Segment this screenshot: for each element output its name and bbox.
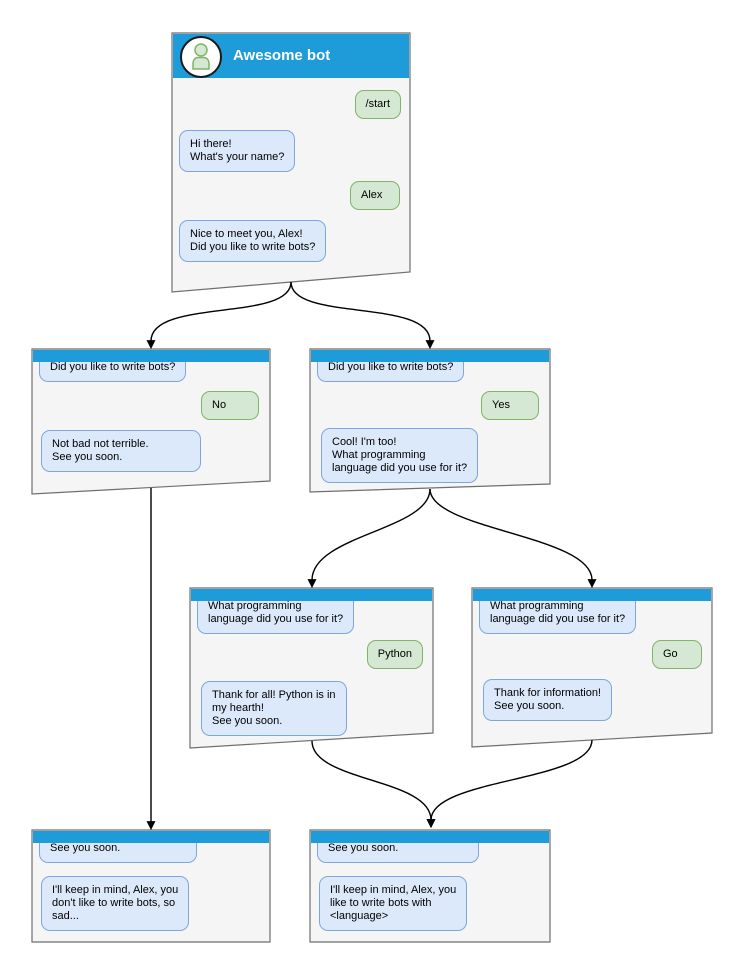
person-icon — [192, 43, 210, 70]
message-bubble-bot: Cool! I'm too! What programming language… — [321, 428, 479, 483]
chat-messages: /start Hi there! What's your name? Alex … — [173, 78, 409, 264]
message-bubble-bot: Did you like to write bots? — [317, 362, 465, 382]
message-bubble-bot: Thank for information! See you soon. — [483, 679, 612, 721]
message-bubble-bot: See you soon. — [39, 843, 197, 863]
window-header — [473, 589, 711, 601]
chat-window-branch-python: What programming language did you use fo… — [190, 588, 433, 749]
message-bubble-user: Go — [652, 640, 702, 669]
window-header — [311, 831, 549, 843]
chat-messages: Did you like to write bots? No Not bad n… — [33, 362, 269, 478]
message-bubble-bot: Did you like to write bots? — [39, 362, 187, 382]
chat-window-main: Awesome bot /start Hi there! What's your… — [172, 33, 410, 293]
message-bubble-bot: See you soon. — [317, 843, 479, 863]
connector-python-to-end — [311, 740, 436, 829]
window-header: Awesome bot — [173, 34, 409, 78]
message-bubble-bot: What programming language did you use fo… — [479, 601, 637, 634]
message-bubble-bot: Thank for all! Python is in my hearth! S… — [201, 681, 347, 736]
connector-main-to-no — [146, 281, 292, 350]
message-bubble-user: No — [201, 391, 259, 420]
window-header — [33, 831, 269, 843]
message-bubble-user: /start — [354, 90, 401, 119]
message-bubble-bot: I'll keep in mind, Alex, you like to wri… — [319, 876, 468, 931]
window-header — [191, 589, 432, 601]
chat-window-branch-go: What programming language did you use fo… — [472, 588, 712, 748]
message-bubble-bot: Not bad not terrible. See you soon. — [41, 430, 201, 472]
connector-go-to-end — [426, 739, 593, 829]
message-bubble-user: Python — [366, 640, 423, 669]
message-bubble-user: Yes — [481, 391, 539, 420]
chat-messages: See you soon. I'll keep in mind, Alex, y… — [33, 843, 269, 941]
message-bubble-bot: What programming language did you use fo… — [197, 601, 355, 634]
connector-yes-to-go — [429, 488, 597, 589]
message-bubble-bot: I'll keep in mind, Alex, you don't like … — [41, 876, 190, 931]
chat-window-branch-no: Did you like to write bots? No Not bad n… — [32, 349, 270, 495]
chat-messages: What programming language did you use fo… — [191, 601, 432, 739]
chat-messages: See you soon. I'll keep in mind, Alex, y… — [311, 843, 549, 941]
window-title: Awesome bot — [233, 47, 331, 64]
window-header — [33, 350, 269, 362]
connector-main-to-yes — [290, 281, 435, 350]
chat-window-end-no: See you soon. I'll keep in mind, Alex, y… — [32, 830, 270, 942]
chat-messages: What programming language did you use fo… — [473, 601, 711, 739]
chat-messages: Did you like to write bots? Yes Cool! I'… — [311, 362, 549, 486]
chat-window-end-yes: See you soon. I'll keep in mind, Alex, y… — [310, 830, 550, 942]
message-bubble-bot: Hi there! What's your name? — [179, 130, 296, 172]
chat-window-branch-yes: Did you like to write bots? Yes Cool! I'… — [310, 349, 550, 493]
connector-yes-to-python — [307, 488, 431, 589]
window-header — [311, 350, 549, 362]
message-bubble-user: Alex — [350, 181, 400, 210]
bot-avatar — [180, 36, 222, 78]
message-bubble-bot: Nice to meet you, Alex! Did you like to … — [179, 220, 327, 262]
